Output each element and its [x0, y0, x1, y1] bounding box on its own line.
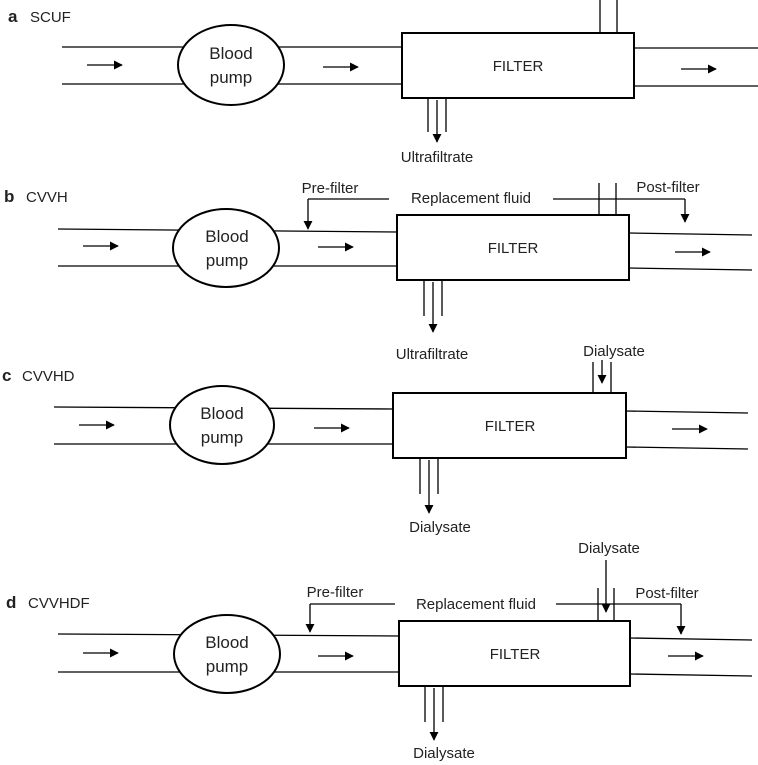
replacement-fluid-label: Replacement fluid — [411, 190, 531, 207]
outlet-line-top — [628, 232, 753, 236]
blood-pump-label-2: pump — [206, 251, 249, 270]
pre-filter-label: Pre-filter — [307, 584, 364, 601]
blood-pump-label-1: Blood — [209, 44, 252, 63]
pre-filter-label: Pre-filter — [302, 180, 359, 197]
ultrafiltrate-label: Ultrafiltrate — [401, 149, 474, 166]
blood-pump-label-1: Blood — [205, 227, 248, 246]
filter-label: FILTER — [485, 418, 536, 435]
dialysate-in-label: Dialysate — [583, 343, 645, 360]
outlet-line-top — [625, 410, 749, 414]
ultrafiltrate-label: Ultrafiltrate — [396, 346, 469, 363]
replacement-fluid-label: Replacement fluid — [416, 596, 536, 613]
filter-box — [396, 214, 630, 281]
blood-pump — [173, 614, 281, 694]
blood-pump-label-2: pump — [210, 68, 253, 87]
filter-label: FILTER — [490, 646, 541, 663]
post-filter-label: Post-filter — [635, 585, 698, 602]
blood-pump — [177, 24, 285, 106]
panel-name: SCUF — [30, 9, 71, 26]
dialysate-out-label: Dialysate — [409, 519, 471, 536]
blood-pump-label-2: pump — [206, 657, 249, 676]
blood-pump-label-1: Blood — [205, 633, 248, 652]
panel-b-cvvh: b CVVH Blood pump FILTER Replacement flu… — [4, 179, 753, 363]
blood-pump — [172, 208, 280, 288]
outlet-line-bottom — [629, 673, 753, 677]
panel-letter: c — [2, 366, 11, 385]
filter-box — [401, 32, 635, 99]
dialysate-out-label: Dialysate — [413, 745, 475, 762]
filter-box — [392, 392, 627, 459]
panel-name: CVVH — [26, 189, 68, 206]
blood-pump-label-2: pump — [201, 428, 244, 447]
panel-name: CVVHDF — [28, 595, 90, 612]
outlet-line-bottom — [625, 446, 749, 450]
panel-d-cvvhdf: d CVVHDF Blood pump FILTER Replacement f… — [6, 540, 753, 762]
outlet-line-top — [629, 637, 753, 641]
post-filter-label: Post-filter — [636, 179, 699, 196]
outlet-line-bottom — [628, 267, 753, 271]
filter-label: FILTER — [488, 240, 539, 257]
dialysate-in-label: Dialysate — [578, 540, 640, 557]
blood-pump-label-1: Blood — [200, 404, 243, 423]
panel-letter: d — [6, 593, 16, 612]
panel-letter: b — [4, 187, 14, 206]
panel-c-cvvhd: c CVVHD Blood pump FILTER Dialysate Dial… — [2, 343, 749, 536]
panel-letter: a — [8, 7, 18, 26]
blood-pump — [169, 385, 275, 465]
filter-label: FILTER — [493, 58, 544, 75]
filter-box — [398, 620, 631, 687]
panel-name: CVVHD — [22, 368, 75, 385]
panel-a-scuf: a SCUF Blood pump FILTER Ultrafiltrate — [8, 0, 758, 166]
